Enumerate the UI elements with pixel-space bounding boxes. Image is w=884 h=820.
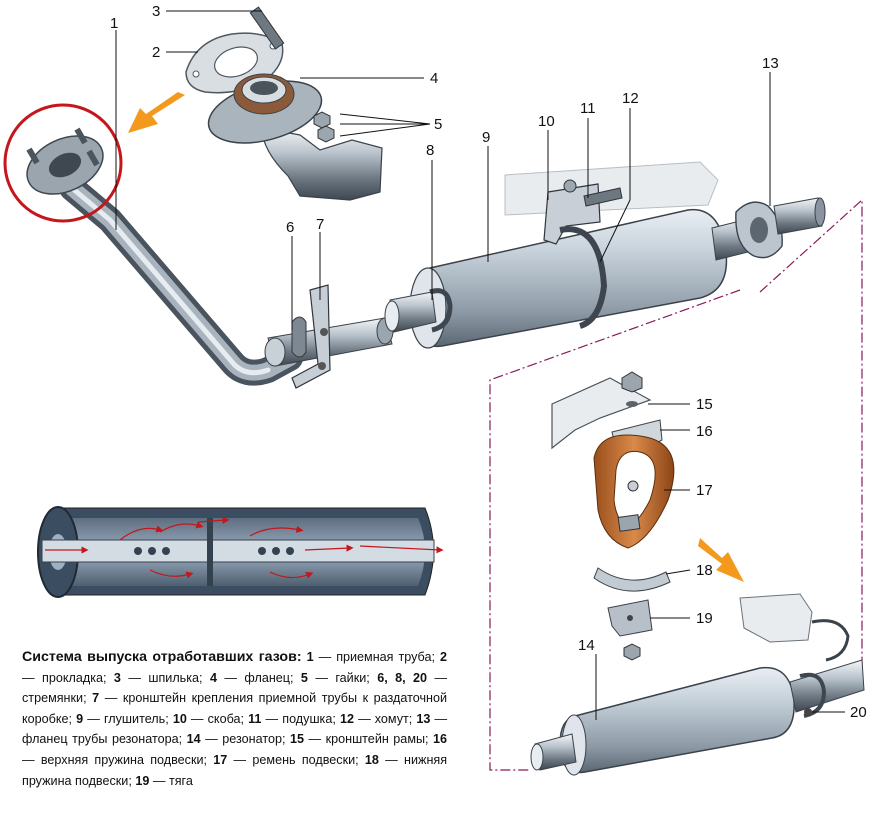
caption-item: 9 — глушитель; [76, 711, 169, 726]
caption-item: 2 — прокладка; [22, 650, 448, 685]
suspension-strap-17 [593, 434, 675, 549]
leader-lines [115, 10, 845, 720]
nuts [313, 111, 335, 143]
callout-1: 1 [110, 15, 118, 32]
nut-bottom [623, 643, 641, 661]
callout-12: 12 [622, 90, 639, 107]
bracket-right [739, 593, 813, 643]
callout-7: 7 [316, 216, 324, 233]
callout-2: 2 [152, 44, 160, 61]
callout-17: 17 [696, 482, 713, 499]
callout-11: 11 [580, 100, 596, 117]
caption-item: 3 — шпилька; [113, 670, 203, 685]
caption-item: 14 — резонатор; [186, 732, 286, 747]
clamp-6 [291, 316, 307, 358]
bracket-7 [291, 284, 331, 389]
caption-item: 1 — приемная труба; [306, 650, 435, 664]
callout-15: 15 [696, 396, 713, 413]
caption-item: 17 — ремень подвески; [213, 752, 359, 767]
direction-arrow-lower [698, 538, 744, 582]
muffler-cutaway [37, 506, 444, 598]
clamp-12 [559, 226, 608, 329]
caption-item: 15 — кронштейн рамы; [289, 732, 429, 747]
lower-spring-18 [593, 567, 671, 592]
caption-item: 7 — кронштейн крепления приемной трубы к… [22, 691, 448, 726]
caption-item: 13 — фланец трубы резонатора; [22, 711, 448, 747]
frame-member [504, 161, 719, 216]
callout-18: 18 [696, 562, 713, 579]
caption-item: 6, 8, 20 — стремянки; [22, 670, 448, 706]
callout-9: 9 [482, 129, 490, 146]
callout-6: 6 [286, 219, 294, 236]
callout-4: 4 [430, 70, 438, 87]
callout-16: 16 [696, 423, 713, 440]
caption-title: Система выпуска отработавших газов: [22, 649, 302, 665]
callout-14: 14 [578, 637, 595, 654]
callout-19: 19 [696, 610, 713, 627]
caption-item: 11 — подушка; [248, 711, 336, 726]
callout-20: 20 [850, 704, 867, 721]
direction-arrow-upper [128, 92, 185, 133]
figure-caption: Система выпуска отработавших газов: 1 — … [22, 647, 447, 791]
callouts: 1 2 3 4 5 6 7 8 9 10 11 12 13 14 15 16 1… [110, 3, 867, 721]
frame-bracket-15 [551, 377, 652, 450]
caption-item: 19 — тяга [135, 773, 193, 788]
clamp-8 [429, 288, 453, 333]
caption-item: 16 — верхняя пружина подвески; [22, 732, 448, 767]
caption-items: 1 — приемная труба; 2 — прокладка; 3 — ш… [22, 650, 447, 788]
stud [249, 6, 285, 50]
callout-5: 5 [434, 116, 442, 133]
callout-10: 10 [538, 113, 555, 130]
caption-item: 18 — нижняя пружина подвески; [22, 752, 448, 788]
callout-3: 3 [152, 3, 160, 20]
caption-item: 5 — гайки; [300, 670, 370, 685]
caption-item: 10 — скоба; [172, 711, 245, 726]
callout-13: 13 [762, 55, 779, 72]
caption-item: 4 — фланец; [209, 670, 294, 685]
callout-8: 8 [426, 142, 434, 159]
cushion-11 [583, 187, 623, 207]
caption-item: 12 — хомут; [339, 711, 413, 726]
highlight-circle [3, 103, 123, 223]
